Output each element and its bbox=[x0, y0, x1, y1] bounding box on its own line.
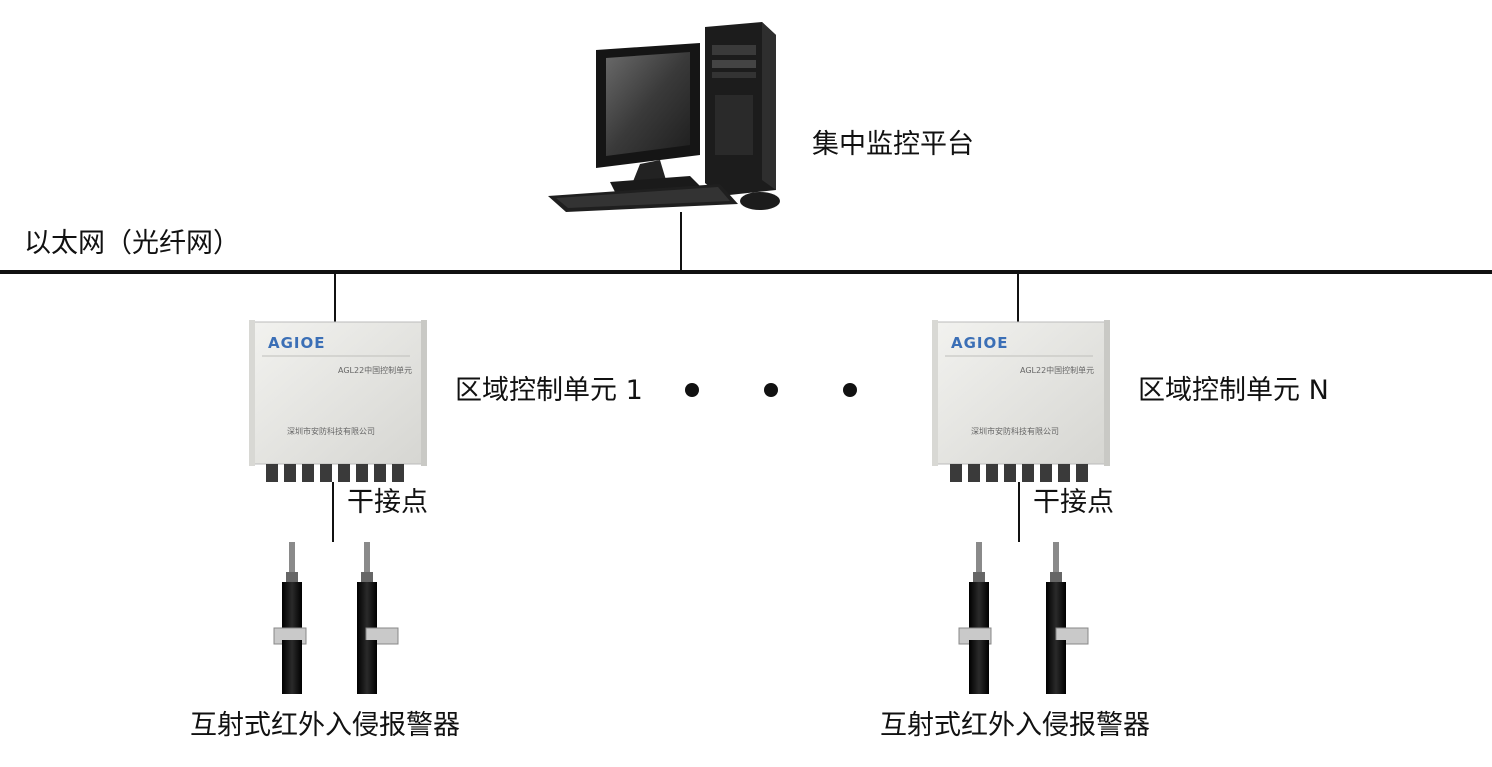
platform-label: 集中监控平台 bbox=[812, 129, 974, 160]
control-box-N bbox=[932, 320, 1110, 482]
unitN-label: 区域控制单元 N bbox=[1138, 375, 1329, 406]
box-company-text: 深圳市安防科技有限公司 bbox=[287, 426, 375, 436]
ellipsis-dot bbox=[764, 383, 778, 397]
network-label: 以太网（光纤网） bbox=[24, 228, 240, 259]
box-model-text: AGL22中国控制单元 bbox=[1020, 365, 1094, 375]
control-box-1 bbox=[249, 320, 427, 482]
infrared-sensor-icon bbox=[357, 542, 399, 694]
ellipsis-dot bbox=[685, 383, 699, 397]
unit1-sensor-label: 互射式红外入侵报警器 bbox=[190, 710, 460, 741]
box-brand: AGIOE bbox=[268, 334, 326, 352]
computer-icon bbox=[548, 22, 780, 212]
ellipsis-dot bbox=[843, 383, 857, 397]
unit1-label: 区域控制单元 1 bbox=[455, 375, 643, 406]
unitN-contact-label: 干接点 bbox=[1033, 487, 1114, 518]
box-brand: AGIOE bbox=[951, 334, 1009, 352]
infrared-sensor-icon bbox=[1046, 542, 1089, 694]
infrared-sensor-icon bbox=[958, 542, 992, 694]
box-model-text: AGL22中国控制单元 bbox=[338, 365, 412, 375]
infrared-sensor-icon bbox=[273, 542, 307, 694]
box-company-text: 深圳市安防科技有限公司 bbox=[971, 426, 1059, 436]
unit1-contact-label: 干接点 bbox=[347, 487, 428, 518]
unitN-sensor-label: 互射式红外入侵报警器 bbox=[880, 710, 1150, 741]
